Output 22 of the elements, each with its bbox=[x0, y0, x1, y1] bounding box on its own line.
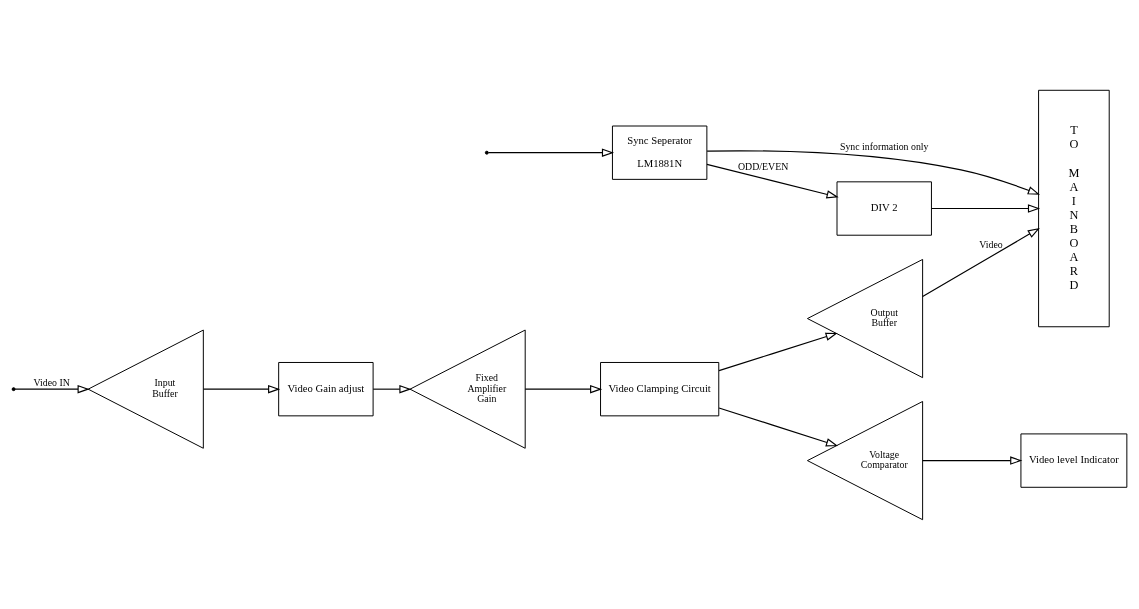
arrow bbox=[922, 455, 1023, 465]
arrow bbox=[718, 332, 838, 371]
arrow bbox=[718, 406, 839, 446]
node-box: Video Gain adjust bbox=[278, 361, 374, 416]
node-box: DIV 2 bbox=[836, 180, 932, 236]
node-box: Video Clamping Circuit bbox=[600, 361, 720, 416]
arrow bbox=[524, 384, 603, 393]
edge-label: Sync information only bbox=[839, 140, 929, 152]
node-box: TO MAINBOARD bbox=[1038, 89, 1110, 327]
arrow bbox=[706, 149, 1040, 195]
arrow bbox=[930, 203, 1041, 213]
edge-label: Video IN bbox=[33, 376, 70, 388]
node-box: Video level Indicator bbox=[1020, 432, 1128, 488]
node-box: Sync Seperator LM1881N bbox=[611, 125, 708, 180]
arrow bbox=[922, 227, 1040, 297]
arrow bbox=[202, 384, 281, 393]
arrow bbox=[487, 147, 615, 157]
arrow bbox=[372, 384, 412, 393]
arrow bbox=[706, 163, 839, 198]
edge-label: ODD/EVEN bbox=[737, 160, 789, 172]
arrow bbox=[14, 384, 90, 393]
edge-label: Video bbox=[979, 238, 1003, 250]
